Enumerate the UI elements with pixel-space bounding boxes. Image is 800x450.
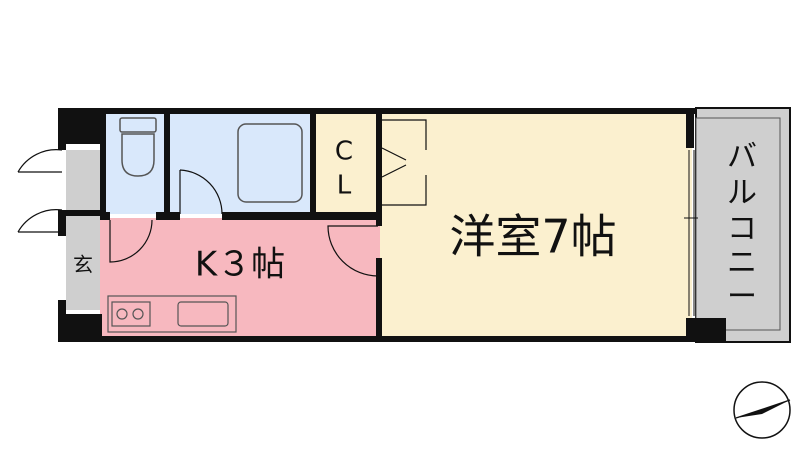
bath-room [170,112,310,214]
compass-icon [733,381,791,439]
door-swings [17,119,427,277]
kitchen-room-label: K３帖 [195,245,285,285]
sink-icon [177,301,229,327]
balcony-label-1: バ [727,140,757,175]
balcony-label-4: ニ [727,246,757,281]
balcony-label-2: ル [727,176,757,211]
western-room [380,112,692,338]
closet-label-l: L [337,171,352,201]
entrance-label: 玄 [73,253,93,277]
balcony-inner [695,117,781,331]
closet-label-c: C [335,137,353,167]
stove-icon [111,301,151,327]
toilet-icon [119,117,157,177]
walls [58,108,726,342]
entrance-area [66,150,100,310]
balcony-label-5: ー [727,280,757,315]
bathtub-icon [237,123,303,203]
western-room-label: 洋室7帖 [449,210,616,264]
closet-room [314,112,378,214]
balcony-label-3: コ [727,212,757,247]
